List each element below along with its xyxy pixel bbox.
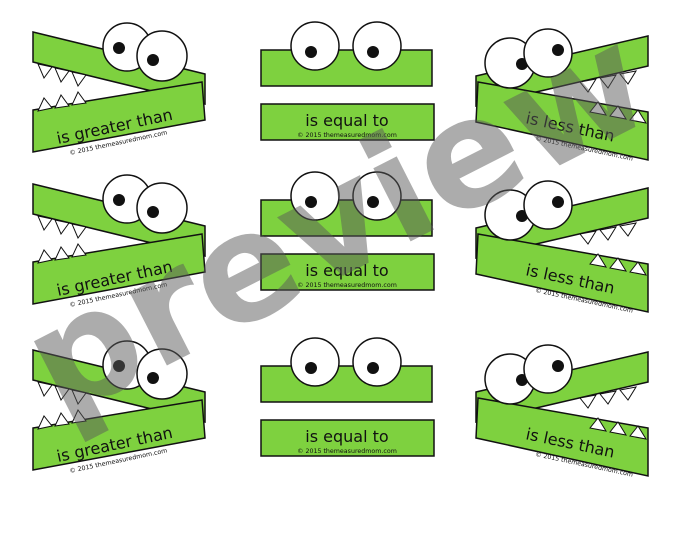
eye-pupil [113, 42, 125, 54]
teeth [579, 70, 648, 124]
less-than-card: is less than © 2015 themeasuredmom.com [475, 28, 649, 163]
lower-jaw [32, 399, 206, 471]
lower-jaw [32, 233, 206, 305]
eye-white [136, 182, 188, 234]
teeth [37, 63, 87, 112]
eye-pupil [552, 196, 564, 208]
upper-jaw [260, 49, 433, 87]
eye-pupil [147, 206, 159, 218]
upper-jaw [260, 365, 433, 403]
equal-to-card: is equal to © 2015 themeasuredmom.com [260, 21, 435, 141]
copyright-text: © 2015 themeasuredmom.com [297, 447, 397, 455]
eye-white [290, 21, 340, 71]
eye-pupil [552, 360, 564, 372]
lower-jaw [260, 253, 435, 291]
lower-jaw [260, 103, 435, 141]
eye-white [136, 348, 188, 400]
eye-white [523, 180, 573, 230]
equal-to-card: is equal to © 2015 themeasuredmom.com [260, 337, 435, 457]
copyright-text: © 2015 themeasuredmom.com [297, 281, 397, 289]
eye-pupil [113, 194, 125, 206]
teeth [579, 222, 648, 276]
lower-jaw [475, 233, 649, 313]
lower-jaw [475, 397, 649, 477]
greater-than-card: is greater than © 2015 themeasuredmom.co… [32, 22, 206, 157]
teeth [37, 381, 87, 430]
eye-pupil [305, 46, 317, 58]
upper-jaw [260, 199, 433, 237]
greater-than-card: is greater than © 2015 themeasuredmom.co… [32, 340, 206, 475]
teeth [37, 215, 87, 264]
lower-jaw [260, 419, 435, 457]
eye-white [352, 21, 402, 71]
eye-pupil [305, 362, 317, 374]
eye-white [290, 337, 340, 387]
eye-white [136, 30, 188, 82]
eye-white [352, 171, 402, 221]
eye-pupil [367, 362, 379, 374]
eye-pupil [147, 54, 159, 66]
equal-to-label: is equal to [305, 427, 388, 446]
eye-pupil [552, 44, 564, 56]
equal-to-card: is equal to © 2015 themeasuredmom.com [260, 171, 435, 291]
eye-pupil [113, 360, 125, 372]
eye-pupil [147, 372, 159, 384]
eye-pupil [367, 196, 379, 208]
lower-jaw [475, 81, 649, 161]
equal-to-label: is equal to [305, 261, 388, 280]
eye-white [523, 344, 573, 394]
equal-to-label: is equal to [305, 111, 388, 130]
eye-white [290, 171, 340, 221]
eye-pupil [367, 46, 379, 58]
eye-white [352, 337, 402, 387]
less-than-card: is less than © 2015 themeasuredmom.com [475, 180, 649, 315]
copyright-text: © 2015 themeasuredmom.com [297, 131, 397, 139]
eye-pupil [305, 196, 317, 208]
teeth [579, 386, 648, 440]
lower-jaw [32, 81, 206, 153]
eye-white [523, 28, 573, 78]
less-than-card: is less than © 2015 themeasuredmom.com [475, 344, 649, 479]
